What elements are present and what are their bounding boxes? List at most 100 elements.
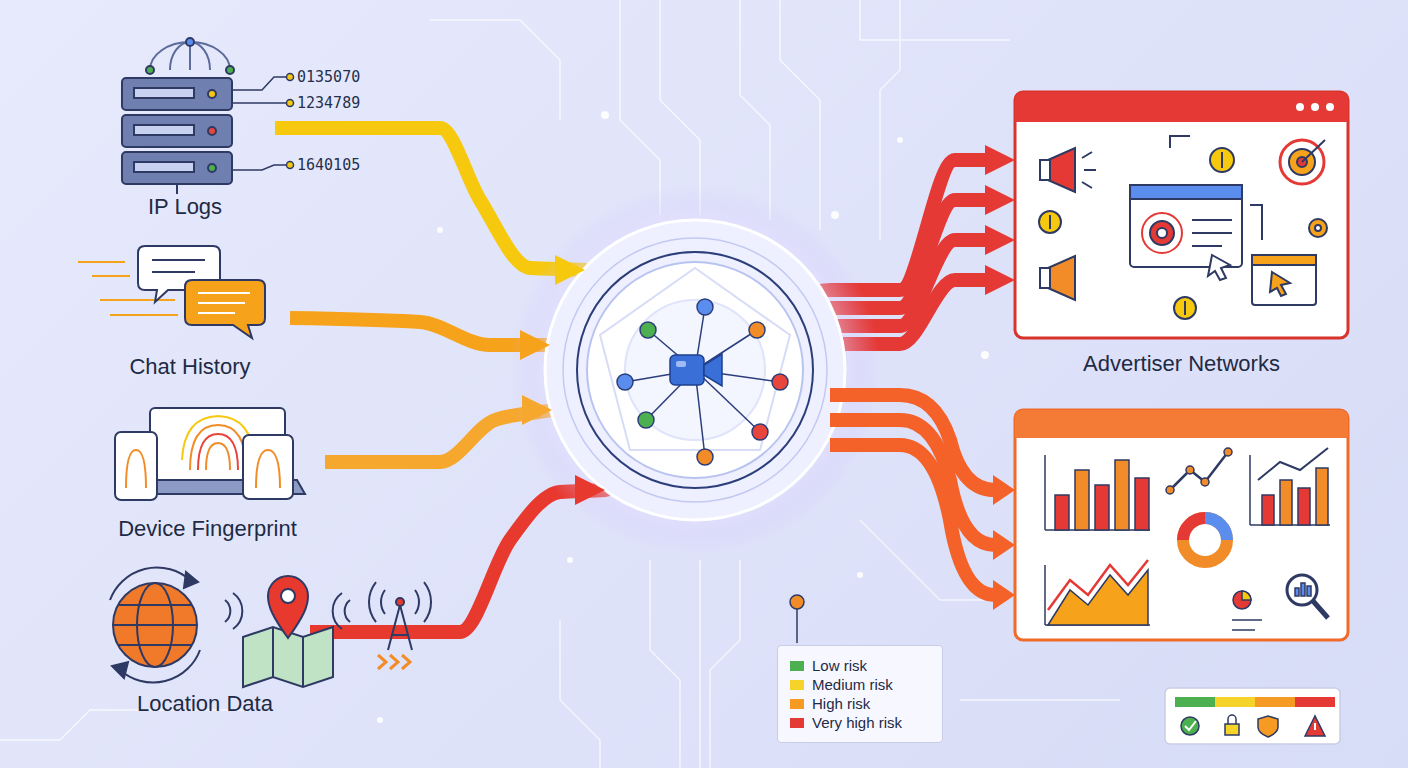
advertiser-icons-part [1192,232,1232,234]
circuit-lines-part [880,0,900,240]
location-icon-part [369,582,431,622]
advertiser-icons-part [1048,148,1075,192]
sparkles-part [437,227,443,233]
legend-swatch [790,718,804,728]
analytics-charts-part [1115,460,1129,530]
legend-item: High risk [790,694,930,713]
risk-scale-part [1228,715,1236,724]
hub-part [577,252,813,488]
analytics-charts-part [1183,518,1205,540]
advertiser-icons-part [1170,136,1262,240]
sparkles-part [377,717,383,723]
chat-icon-part [100,299,175,301]
analytics-charts-part [1095,485,1109,530]
chat-icon-part [198,302,245,304]
advertiser-panel-frame [1015,92,1348,338]
analytics-charts-part [1307,586,1311,596]
advertiser-icons-part [1315,225,1321,231]
sparkles-part [567,557,573,563]
advertiser-icons-part [1174,297,1196,319]
device-icon-part [190,425,246,470]
advertiser-panel: Advertiser Networks [1015,92,1348,377]
ip-wires-part [232,102,288,104]
risk-scale-part [1185,721,1196,730]
hub-dots-part [749,322,765,338]
legend-text: Medium risk [812,675,893,694]
ip-server-icon-part [134,162,194,172]
analytics-charts-part [1287,575,1317,605]
hub-dots-part [772,374,788,390]
chat-icon-part [152,259,205,261]
analytics-charts-part [1183,518,1227,562]
advertiser-icons-part [1210,148,1234,172]
ip-server-icon-part [208,164,216,172]
risk-scale-part [1215,697,1255,707]
hub-entry-arrowheads-part [520,330,550,360]
analytics-panel-part [1015,410,1348,438]
analytics-charts [1045,448,1330,630]
advertiser-icons-part [1192,245,1222,247]
hub-entry-arrowheads-part [555,255,585,285]
hub-dots-part [697,449,713,465]
circuit-lines [0,0,1120,768]
analytics-charts-part [1295,588,1299,596]
analytics-charts-part [1313,601,1328,618]
device-icon-part [243,435,293,499]
legend-text: High risk [812,694,870,713]
hub-spokes [625,307,780,457]
analytics-charts-part [1249,455,1251,525]
node-label: Device Fingerprint [118,516,297,542]
advertiser-icons-part [1184,301,1186,315]
advertiser-icons-part [1309,219,1327,237]
sparkles-part [831,211,839,219]
advertiser-icons-part [1302,140,1325,162]
analytics-charts-part [1201,478,1209,486]
video-camera-icon [670,354,722,386]
ip-wires-part [287,100,294,107]
node-label: Advertiser Networks [1083,351,1280,377]
circuit-lines-part [710,560,740,768]
video-camera-icon-part [670,355,704,385]
chat-icon-part [198,292,250,294]
analytics-arrows [830,395,995,595]
analytics-charts-part [1262,495,1274,525]
video-camera-icon-part [704,354,722,386]
location-icon-part [113,583,197,667]
device-icon [115,408,305,500]
analytics-charts-part [1298,488,1310,525]
risk-scale-part [1314,723,1316,730]
advertiser-icons-part [1130,185,1242,199]
analytics-charts-part [1233,591,1251,609]
analytics-charts-part [1044,565,1046,625]
chat-icon-part [110,314,178,316]
risk-scale [1165,688,1340,744]
hub-part [510,185,880,555]
advertiser-icons-part [1049,215,1051,229]
hub-dots-part [697,299,713,315]
ip-server-icon-part [208,127,216,135]
advertiser-icons-part [1039,211,1061,233]
advertiser-icons-part [1208,255,1230,280]
circuit-lines-part [860,0,1010,40]
circuit-lines-part [780,0,820,230]
device-icon-part [206,443,230,470]
chat-icon-part [92,275,130,277]
circuit-lines-part [650,560,680,768]
advertiser-icons-part [1252,255,1316,305]
legend-swatch [790,680,804,690]
circuit-lines-part [660,0,700,215]
analytics-charts-part [1044,455,1046,530]
advertiser-icons-part [1221,152,1223,168]
data-digits: 0135070 [297,68,360,86]
risk-scale-part [1181,717,1199,735]
chat-icon-part [185,280,265,338]
analytics-charts-part [1186,466,1194,474]
legend-pin-part [790,595,804,609]
location-icon-part [302,637,304,687]
analytics-charts-part [1205,518,1227,540]
advertiser-icons-part [1040,160,1050,180]
location-icon-part [184,572,198,588]
circuit-lines-part [620,0,660,215]
